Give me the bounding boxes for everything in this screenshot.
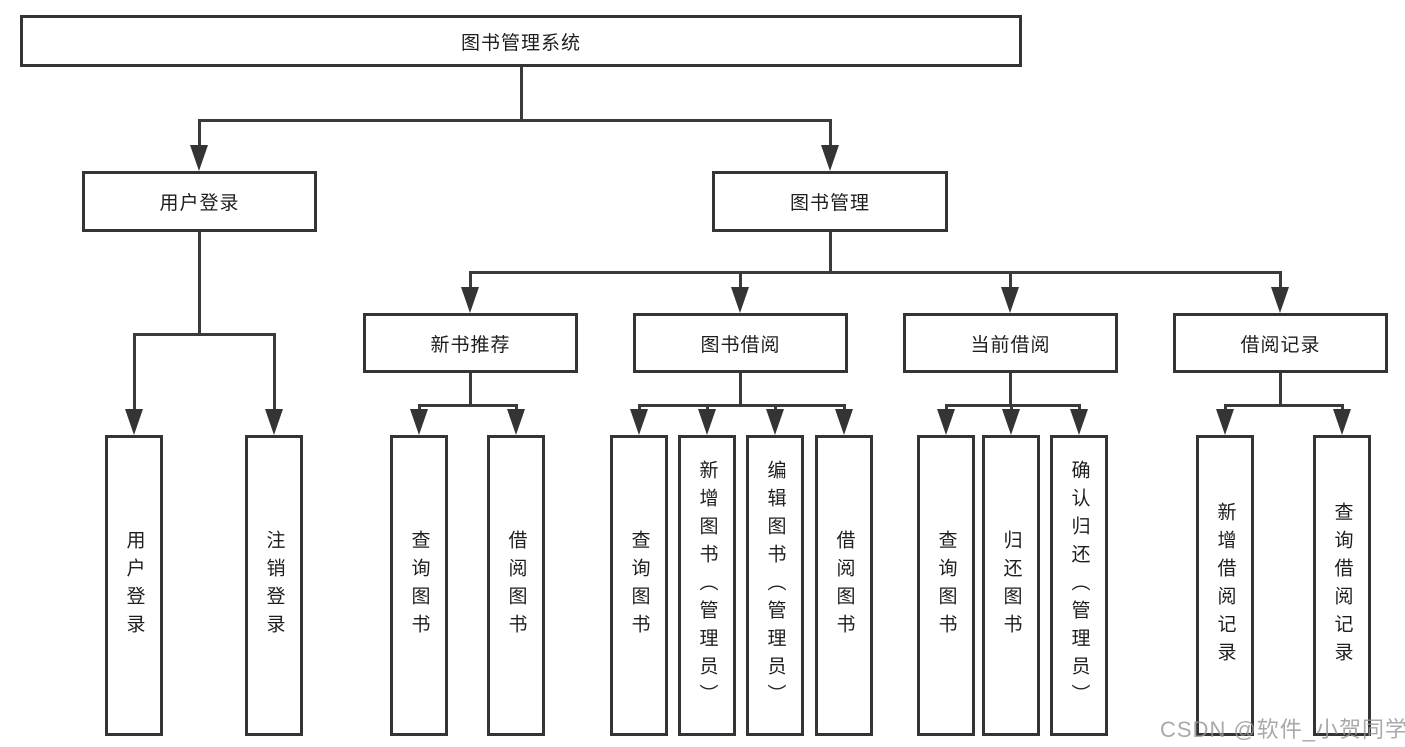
arrowhead-down-icon bbox=[698, 409, 716, 435]
node-book-management-label: 图书管理 bbox=[789, 193, 870, 214]
arrowhead-down-icon bbox=[1271, 287, 1289, 313]
connector-line bbox=[1224, 404, 1344, 407]
arrowhead-down-icon bbox=[766, 409, 784, 435]
node-user-login: 用户登录 bbox=[82, 171, 317, 232]
leaf-query-books-recommend-label: 查询图书 bbox=[408, 529, 430, 642]
arrowhead-down-icon bbox=[1216, 409, 1234, 435]
leaf-return-books-label: 归还图书 bbox=[1000, 529, 1022, 642]
node-library-system: 图书管理系统 bbox=[20, 15, 1022, 67]
arrowhead-down-icon bbox=[630, 409, 648, 435]
leaf-query-books-current: 查询图书 bbox=[917, 435, 975, 736]
connector-line bbox=[469, 373, 472, 407]
node-borrowing-records-label: 借阅记录 bbox=[1240, 334, 1321, 356]
leaf-query-books-current-label: 查询图书 bbox=[935, 529, 957, 642]
arrowhead-down-icon bbox=[507, 409, 525, 435]
leaf-add-book-admin: 新增图书（管理员） bbox=[678, 435, 736, 736]
connector-line bbox=[418, 404, 518, 407]
leaf-borrow-books-recommend: 借阅图书 bbox=[487, 435, 545, 736]
connector-line bbox=[520, 66, 523, 121]
arrowhead-down-icon bbox=[821, 145, 839, 171]
leaf-return-books: 归还图书 bbox=[982, 435, 1040, 736]
arrowhead-down-icon bbox=[731, 287, 749, 313]
connector-line bbox=[1009, 271, 1012, 291]
leaf-user-login: 用户登录 bbox=[105, 435, 163, 736]
node-library-system-label: 图书管理系统 bbox=[460, 32, 581, 54]
connector-line bbox=[133, 333, 276, 336]
connector-line bbox=[133, 333, 136, 409]
leaf-logout: 注销登录 bbox=[245, 435, 303, 736]
node-user-login-label: 用户登录 bbox=[159, 193, 240, 214]
arrowhead-down-icon bbox=[937, 409, 955, 435]
connector-line bbox=[945, 404, 1081, 407]
arrowhead-down-icon bbox=[1002, 409, 1020, 435]
connector-line bbox=[198, 119, 832, 122]
arrowhead-down-icon bbox=[125, 409, 143, 435]
csdn-watermark: CSDN @软件_小贺同学 bbox=[1160, 717, 1405, 742]
arrowhead-down-icon bbox=[835, 409, 853, 435]
leaf-borrow-books-borrowing-label: 借阅图书 bbox=[833, 529, 855, 642]
connector-line bbox=[469, 271, 472, 291]
leaf-add-borrow-record-label: 新增借阅记录 bbox=[1214, 501, 1236, 670]
arrowhead-down-icon bbox=[1333, 409, 1351, 435]
arrowhead-down-icon bbox=[410, 409, 428, 435]
leaf-query-borrow-record: 查询借阅记录 bbox=[1313, 435, 1371, 736]
node-new-book-recommendation-label: 新书推荐 bbox=[430, 334, 511, 356]
leaf-borrow-books-borrowing: 借阅图书 bbox=[815, 435, 873, 736]
leaf-query-books-recommend: 查询图书 bbox=[390, 435, 448, 736]
arrowhead-down-icon bbox=[1070, 409, 1088, 435]
leaf-logout-label: 注销登录 bbox=[263, 529, 285, 642]
node-borrowing-records: 借阅记录 bbox=[1173, 313, 1388, 373]
connector-line bbox=[1279, 373, 1282, 407]
leaf-confirm-return-admin-label: 确认归还（管理员） bbox=[1068, 459, 1090, 712]
connector-line bbox=[469, 271, 1282, 274]
connector-line bbox=[829, 232, 832, 274]
connector-line bbox=[1009, 373, 1012, 407]
connector-line bbox=[739, 373, 742, 407]
node-book-management: 图书管理 bbox=[712, 171, 948, 232]
connector-line bbox=[198, 232, 201, 335]
node-new-book-recommendation: 新书推荐 bbox=[363, 313, 578, 373]
leaf-borrow-books-recommend-label: 借阅图书 bbox=[505, 529, 527, 642]
leaf-add-borrow-record: 新增借阅记录 bbox=[1196, 435, 1254, 736]
leaf-query-books-borrowing: 查询图书 bbox=[610, 435, 668, 736]
connector-line bbox=[829, 119, 832, 149]
arrowhead-down-icon bbox=[265, 409, 283, 435]
leaf-edit-book-admin-label: 编辑图书（管理员） bbox=[764, 459, 786, 712]
node-current-borrowing: 当前借阅 bbox=[903, 313, 1118, 373]
connector-line bbox=[1279, 271, 1282, 291]
node-current-borrowing-label: 当前借阅 bbox=[970, 334, 1051, 356]
arrowhead-down-icon bbox=[1001, 287, 1019, 313]
arrowhead-down-icon bbox=[461, 287, 479, 313]
connector-line bbox=[638, 404, 846, 407]
connector-line bbox=[273, 333, 276, 409]
connector-line bbox=[739, 271, 742, 291]
leaf-add-book-admin-label: 新增图书（管理员） bbox=[696, 459, 718, 712]
leaf-edit-book-admin: 编辑图书（管理员） bbox=[746, 435, 804, 736]
node-book-borrowing: 图书借阅 bbox=[633, 313, 848, 373]
leaf-query-borrow-record-label: 查询借阅记录 bbox=[1331, 501, 1353, 670]
connector-line bbox=[198, 119, 201, 149]
node-book-borrowing-label: 图书借阅 bbox=[700, 334, 781, 356]
leaf-confirm-return-admin: 确认归还（管理员） bbox=[1050, 435, 1108, 736]
leaf-query-books-borrowing-label: 查询图书 bbox=[628, 529, 650, 642]
arrowhead-down-icon bbox=[190, 145, 208, 171]
leaf-user-login-label: 用户登录 bbox=[123, 529, 145, 642]
